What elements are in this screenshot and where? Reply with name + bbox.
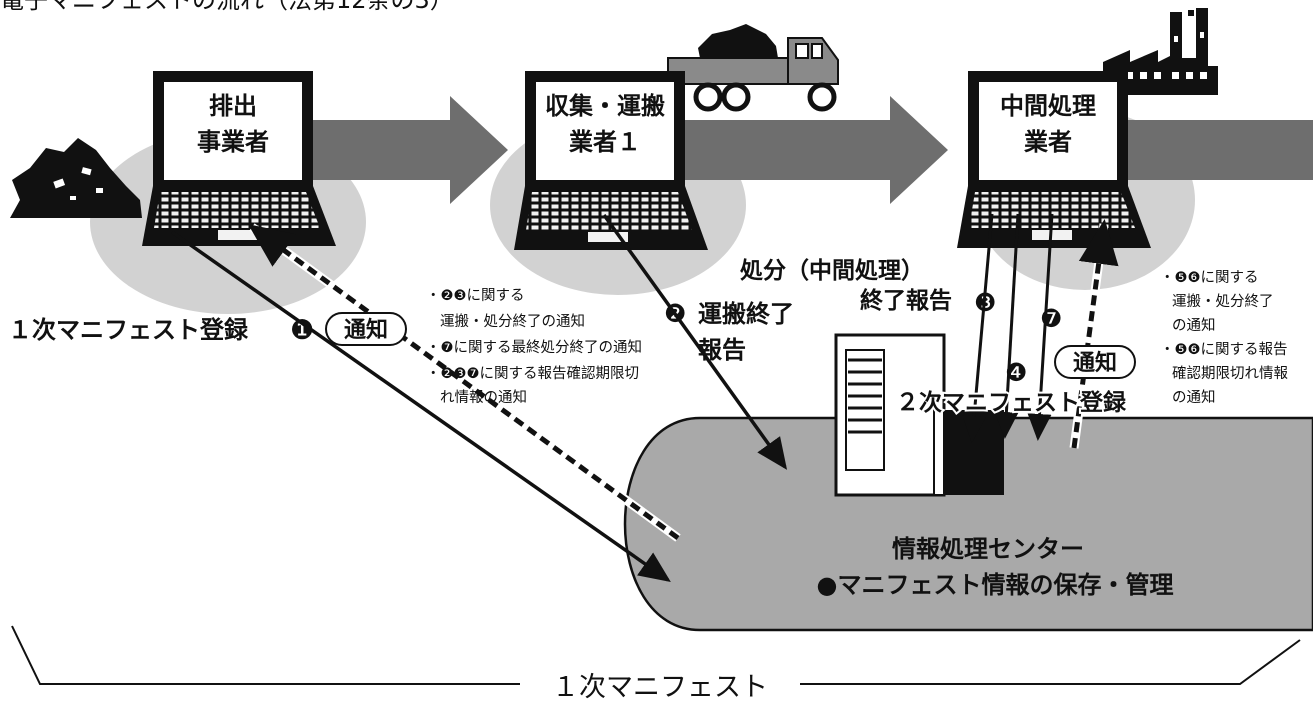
notes-right: ・❺❻に関する 運搬・処分終了 の通知 ・❺❻に関する報告 確認期限切れ情報 の… bbox=[1160, 269, 1288, 406]
note-left-5: れ情報の通知 bbox=[440, 389, 527, 406]
notify-arrow-right bbox=[1071, 219, 1119, 449]
laptop-discharger: 排出 事業者 bbox=[142, 71, 336, 246]
label-discharger-line2: 事業者 bbox=[197, 128, 269, 156]
label-transport-end-2: 報告 bbox=[698, 336, 746, 364]
flow-arrow-2 bbox=[680, 96, 948, 204]
note-right-4: ・❺❻に関する報告 bbox=[1160, 341, 1288, 358]
arrow-step3 bbox=[962, 213, 994, 443]
label-processor-line1: 中間処理 bbox=[1000, 92, 1096, 120]
note-left-2: 運搬・処分終了の通知 bbox=[440, 313, 585, 330]
note-left-4: ・❷❸❼に関する報告確認期限切 bbox=[426, 365, 639, 382]
flow-arrow-1 bbox=[300, 96, 508, 204]
note-right-3: の通知 bbox=[1172, 317, 1216, 334]
label-notify-left: 通知 bbox=[344, 317, 388, 343]
laptop-collector: 収集・運搬 業者１ bbox=[514, 71, 708, 250]
factory-icon bbox=[1103, 8, 1218, 95]
bracket-right bbox=[800, 639, 1301, 685]
label-disposal-end-2: 終了報告 bbox=[860, 287, 952, 314]
diagram-title: 電子マニフェストの流れ（法第12条の3） bbox=[0, 0, 454, 14]
marker-step3: ❸ bbox=[974, 288, 996, 317]
note-left-3: ・❼に関する最終処分終了の通知 bbox=[426, 339, 642, 356]
label-discharger-line1: 排出 bbox=[209, 92, 257, 120]
marker-step7: ❼ bbox=[1040, 304, 1062, 333]
info-center-area bbox=[623, 416, 1313, 632]
info-center-subtitle: ●マニフェスト情報の保存・管理 bbox=[817, 571, 1174, 599]
label-transport-end-1: 運搬終了 bbox=[698, 300, 794, 328]
label-processor-line2: 業者 bbox=[1024, 128, 1072, 156]
note-left-1: ・❷❸に関する bbox=[426, 287, 525, 304]
truck-icon bbox=[667, 24, 839, 112]
notify-bubble-right bbox=[1054, 345, 1136, 379]
label-collector-line1: 収集・運搬 bbox=[545, 92, 665, 120]
note-right-5: 確認期限切れ情報 bbox=[1172, 365, 1288, 382]
label-disposal-end-1: 処分（中間処理） bbox=[740, 257, 924, 284]
label-first-registration: １次マニフェスト登録 bbox=[8, 316, 249, 344]
flow-arrow-3 bbox=[1125, 120, 1313, 180]
label-collector-line2: 業者１ bbox=[569, 128, 641, 156]
bracket-left bbox=[11, 625, 520, 685]
marker-step4: ❹ bbox=[1005, 358, 1027, 387]
arrow-step1-registration bbox=[170, 230, 671, 583]
notify-bubble-left bbox=[325, 312, 407, 346]
notes-left: ・❷❸に関する 運搬・処分終了の通知 ・❼に関する最終処分終了の通知 ・❷❸❼に… bbox=[426, 287, 642, 406]
notify-arrow-left bbox=[247, 224, 680, 541]
note-right-6: の通知 bbox=[1172, 389, 1216, 406]
bracket-label: １次マニフェスト bbox=[552, 672, 768, 703]
label-notify-right: 通知 bbox=[1073, 350, 1117, 376]
waste-pile-icon bbox=[10, 138, 142, 218]
laptop-processor: 中間処理 業者 bbox=[957, 71, 1151, 248]
note-right-2: 運搬・処分終了 bbox=[1172, 293, 1274, 310]
note-right-1: ・❺❻に関する bbox=[1160, 269, 1259, 286]
arrow-step4 bbox=[994, 213, 1020, 439]
info-center-title: 情報処理センター bbox=[892, 535, 1084, 563]
marker-step1: ❶ bbox=[290, 315, 314, 346]
label-second-registration: ２次マニフェスト登録 bbox=[896, 389, 1127, 416]
marker-step2: ❷ bbox=[664, 299, 686, 328]
arrow-step2-transport-report bbox=[602, 213, 788, 470]
arrow-step7 bbox=[1027, 213, 1054, 441]
server-icon bbox=[834, 333, 1004, 497]
